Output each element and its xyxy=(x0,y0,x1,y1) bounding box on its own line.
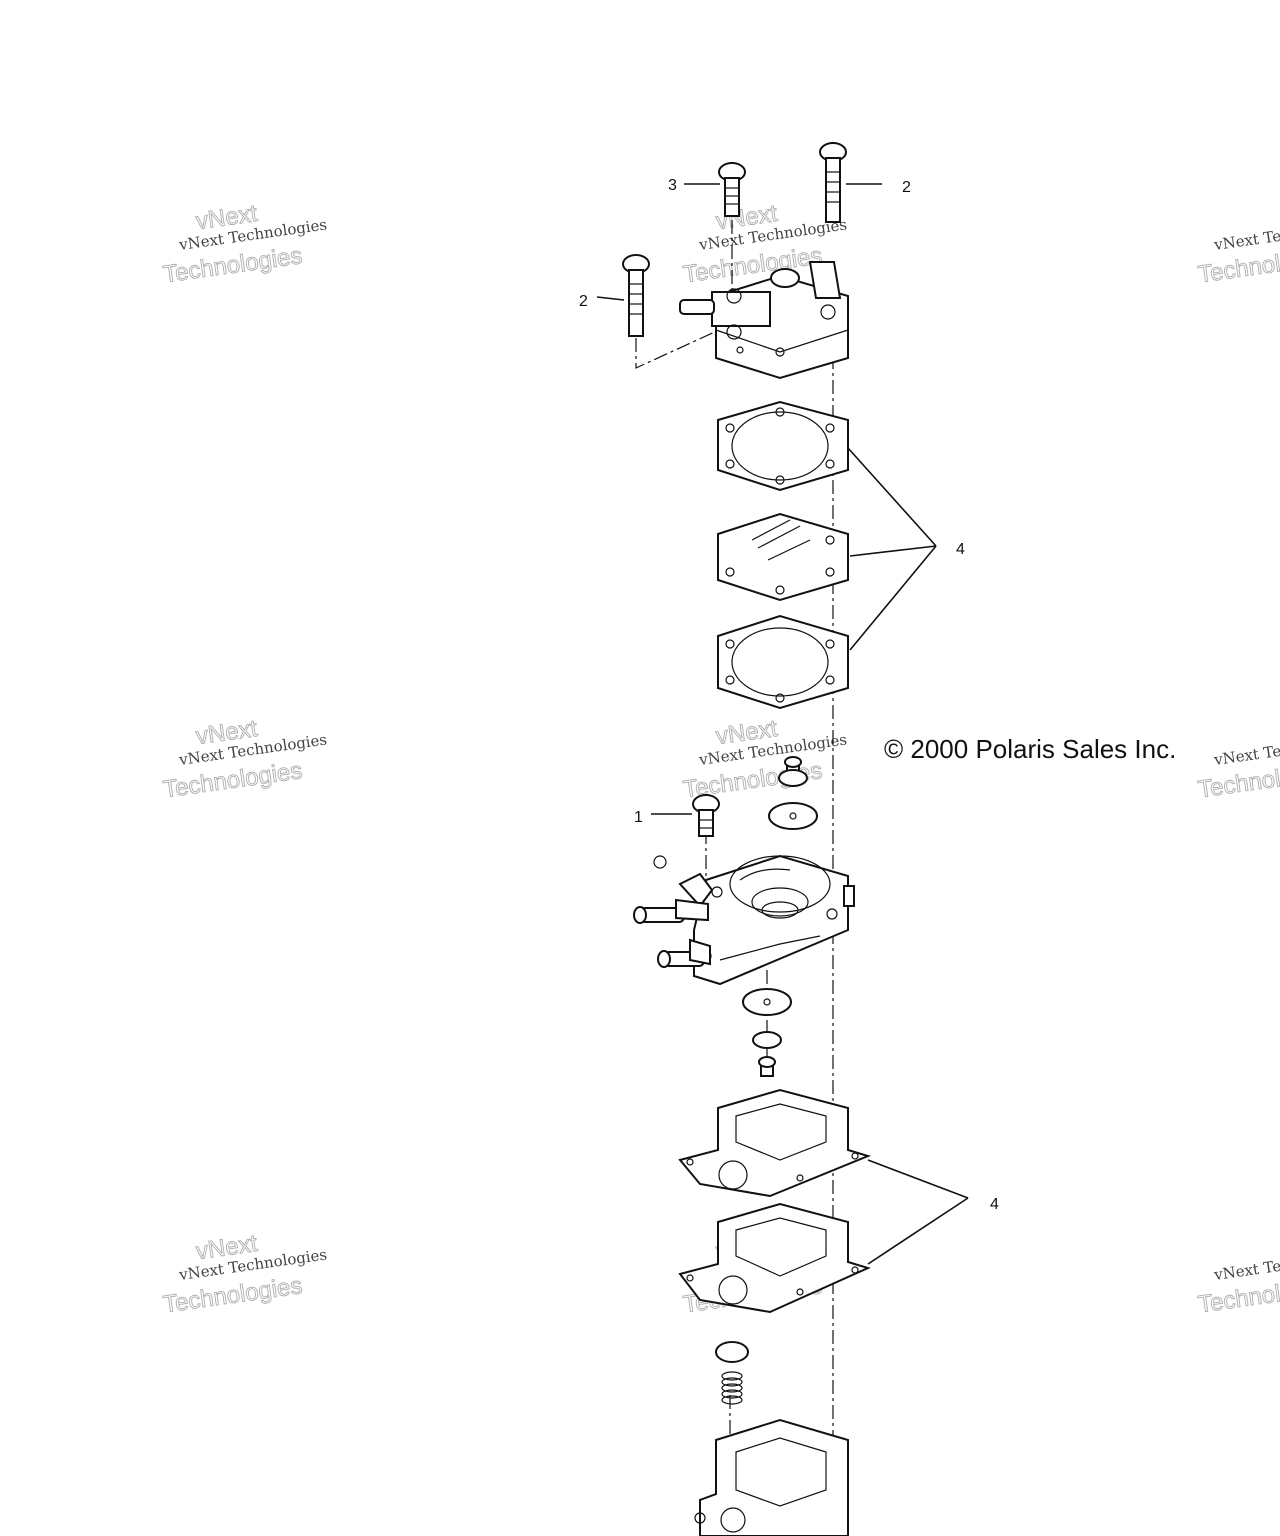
leader-lines xyxy=(596,183,969,1265)
screw-3 xyxy=(718,162,746,217)
check-valve-cap xyxy=(715,1341,749,1363)
screw-1 xyxy=(692,794,720,837)
valve-retainer-upper xyxy=(778,769,808,787)
diaphragm-upper xyxy=(717,512,849,602)
valve-retainer-lower xyxy=(752,1031,782,1049)
watermark-left-2: vNext vNext Technologies Technologies xyxy=(161,715,328,804)
callout-4-upper: 4 xyxy=(956,541,965,558)
watermark-center-2: vNext vNext Technologies Technologies xyxy=(681,715,848,804)
callout-3: 3 xyxy=(668,177,677,194)
watermark-text-9: vNext Technologies xyxy=(1212,1245,1280,1284)
watermark-left-3: vNext vNext Technologies Technologies xyxy=(161,1230,328,1319)
watermark-left-1: vNext vNext Technologies Technologies xyxy=(161,200,328,289)
watermark-right-1: vNext Technologies Technologies xyxy=(1196,215,1280,288)
copyright-notice: © 2000 Polaris Sales Inc. xyxy=(884,734,1176,764)
o-ring xyxy=(653,855,667,869)
watermark-right-3: vNext Technologies Technologies xyxy=(1196,1245,1280,1318)
gasket-upper-1 xyxy=(717,400,849,492)
pump-body xyxy=(633,854,855,986)
check-valve-spring xyxy=(721,1371,743,1405)
gasket-lower-1 xyxy=(678,1088,871,1198)
callout-2-top: 2 xyxy=(902,179,911,196)
watermark-text-3: vNext Technologies xyxy=(1212,215,1280,254)
valve-screw-lower xyxy=(758,1056,776,1077)
valve-disc-lower xyxy=(742,988,792,1016)
fitting-lower xyxy=(657,938,711,968)
pump-bottom-plate xyxy=(694,1418,849,1536)
callout-2-left: 2 xyxy=(579,293,588,310)
valve-disc-upper xyxy=(768,802,818,830)
screw-2-left xyxy=(622,254,650,337)
callout-4-lower: 4 xyxy=(990,1196,999,1213)
pump-top-cover xyxy=(679,261,849,380)
gasket-lower-2 xyxy=(678,1202,871,1314)
callout-1: 1 xyxy=(634,809,643,826)
fitting-upper xyxy=(633,872,714,924)
screw-2-top xyxy=(819,142,847,223)
gasket-upper-2 xyxy=(717,614,849,710)
watermark-text-6: vNext Technologies xyxy=(1212,730,1280,769)
watermark-right-2: vNext Technologies Technologies xyxy=(1196,730,1280,803)
